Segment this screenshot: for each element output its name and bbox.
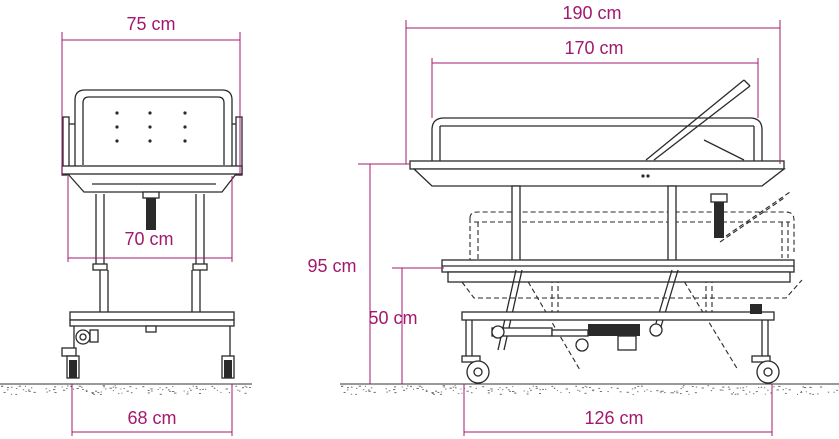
front-inner-width-label: 70 cm — [124, 229, 173, 249]
dim-front-base-width: 68 cm — [71, 384, 233, 436]
dim-side-min-height: 50 cm — [368, 267, 444, 384]
backrest-holes — [115, 111, 187, 143]
dim-side-total-length: 190 cm — [405, 3, 781, 164]
dim-side-max-height: 95 cm — [307, 163, 410, 384]
dim-front-top-width: 75 cm — [61, 14, 241, 176]
side-min-height-label: 50 cm — [368, 308, 417, 328]
dim-front-inner-width: 70 cm — [67, 176, 233, 262]
side-total-length-label: 190 cm — [562, 3, 621, 23]
side-view — [409, 79, 803, 384]
ground-left — [0, 383, 252, 395]
side-wheelbase-label: 126 cm — [584, 408, 643, 428]
front-top-width-label: 75 cm — [126, 14, 175, 34]
front-base-width-label: 68 cm — [127, 408, 176, 428]
dim-side-mattress-length: 170 cm — [431, 38, 759, 118]
dim-side-wheelbase: 126 cm — [463, 384, 773, 436]
side-max-height-label: 95 cm — [307, 256, 356, 276]
ground-right — [340, 383, 839, 395]
side-mattress-length-label: 170 cm — [564, 38, 623, 58]
front-view — [61, 89, 243, 379]
